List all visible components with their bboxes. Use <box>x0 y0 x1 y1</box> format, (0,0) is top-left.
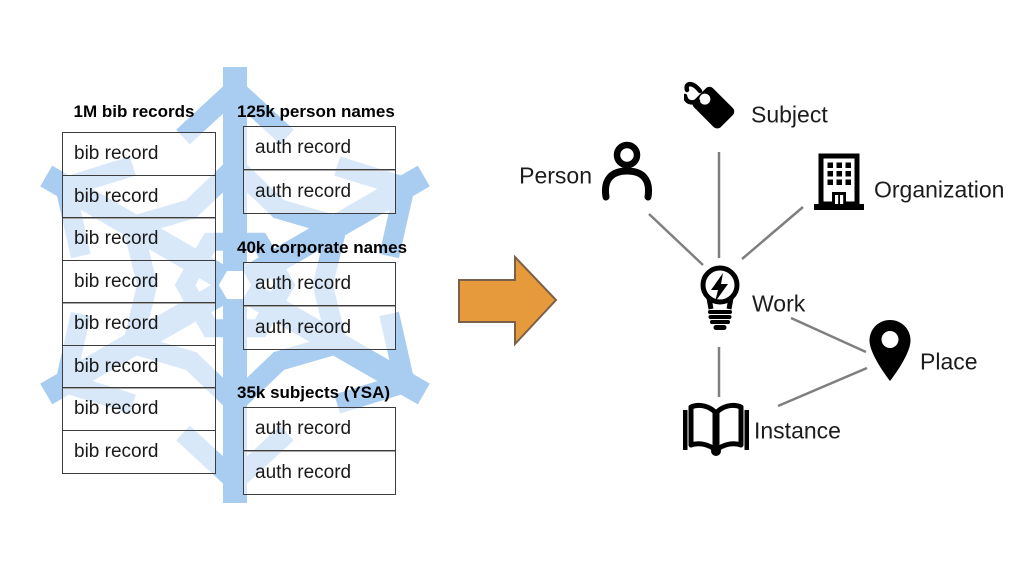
map-pin-icon <box>869 320 911 381</box>
edge-person-work <box>648 213 704 266</box>
bib-record-box: bib record <box>62 429 216 474</box>
node-label-subject: Subject <box>751 101 828 128</box>
building-icon <box>814 153 864 210</box>
bib-record-box: bib record <box>62 217 216 261</box>
subjects-title: 35k subjects (YSA) <box>237 383 391 402</box>
auth-record-box: auth record <box>243 125 396 171</box>
bib-record-box: bib record <box>62 387 216 431</box>
person-icon <box>601 141 653 201</box>
bib-record-box: bib record <box>62 132 216 176</box>
bib-record-box: bib record <box>62 344 216 389</box>
auth-record-box: auth record <box>243 169 396 214</box>
bib-record-box: bib record <box>62 174 216 219</box>
node-label-place: Place <box>920 348 978 375</box>
tag-icon <box>684 81 735 129</box>
node-label-organization: Organization <box>874 176 1005 203</box>
auth-record-box: auth record <box>243 261 396 307</box>
node-label-person: Person <box>519 162 592 189</box>
corporate-names-title: 40k corporate names <box>237 238 408 257</box>
lightbulb-icon <box>700 265 740 330</box>
bib-record-stack: bib record bib record bib record bib rec… <box>62 132 216 474</box>
person-names-group: 125k person names auth record auth recor… <box>237 101 396 214</box>
auth-record-box: auth record <box>243 450 396 495</box>
edge-work-place <box>790 316 867 354</box>
subjects-group: 35k subjects (YSA) auth record auth reco… <box>237 382 396 495</box>
node-label-work: Work <box>752 290 806 317</box>
auth-record-box: auth record <box>243 406 396 452</box>
bib-stack-title: 1M bib records <box>73 102 195 121</box>
bib-record-box: bib record <box>62 302 216 346</box>
right-arrow-icon <box>458 254 558 347</box>
auth-record-box: auth record <box>243 305 396 350</box>
person-names-title: 125k person names <box>237 102 395 121</box>
bib-record-box: bib record <box>62 259 216 304</box>
node-label-instance: Instance <box>754 417 841 444</box>
open-book-icon <box>683 402 749 456</box>
corporate-names-group: 40k corporate names auth record auth rec… <box>237 237 407 350</box>
edge-place-instance <box>777 366 868 408</box>
edge-organization-work <box>741 206 804 260</box>
